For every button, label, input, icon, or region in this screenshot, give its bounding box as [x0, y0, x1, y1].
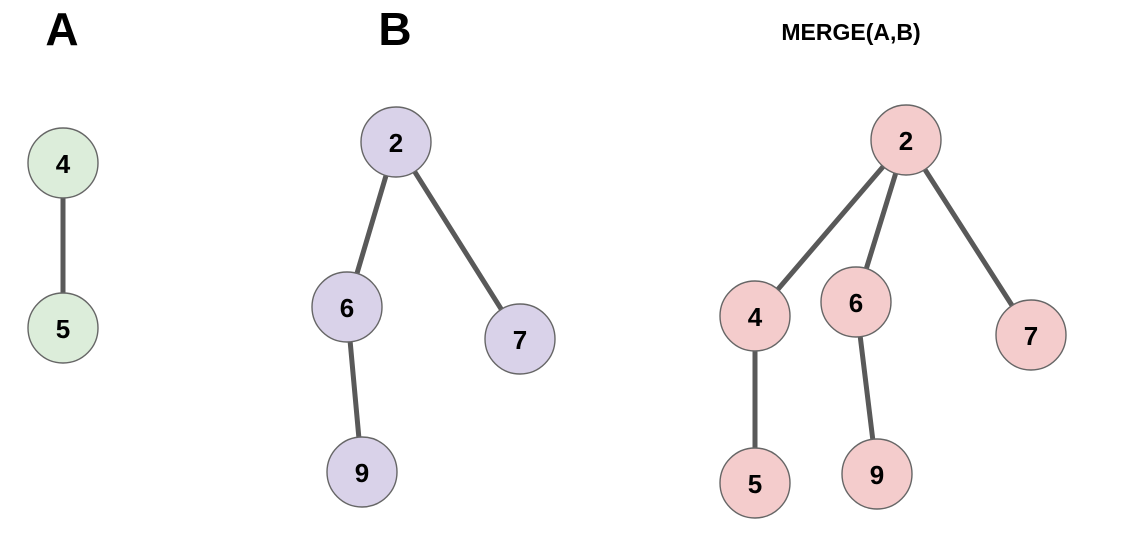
tree-node-a-5[interactable]: 5	[27, 292, 99, 364]
node-circle	[719, 280, 791, 352]
tree-edge-b-b2-b6	[353, 171, 390, 278]
node-circle	[995, 299, 1067, 371]
node-label: 4	[748, 302, 763, 332]
node-circle	[841, 438, 913, 510]
panel-title-a: A	[45, 3, 78, 55]
tree-node-merge-4[interactable]: 4	[719, 280, 791, 352]
node-label: 5	[748, 469, 762, 499]
node-circle	[360, 106, 432, 178]
node-circle	[311, 271, 383, 343]
nodes-layer: 4 5 2 6 7 9 2 4 6 7 5 9	[27, 104, 1067, 519]
tree-node-a-4[interactable]: 4	[27, 127, 99, 199]
node-label: 4	[56, 149, 71, 179]
tree-node-b-7[interactable]: 7	[484, 303, 556, 375]
tree-node-merge-2[interactable]: 2	[870, 104, 942, 176]
tree-node-b-9[interactable]: 9	[326, 436, 398, 508]
node-circle	[326, 436, 398, 508]
node-circle	[484, 303, 556, 375]
node-label: 9	[870, 460, 884, 490]
tree-edge-merge-m2-m7	[921, 165, 1016, 310]
tree-edge-b-b6-b9	[347, 337, 362, 442]
titles-layer: A B MERGE(A,B)	[45, 3, 920, 55]
node-label: 6	[340, 293, 354, 323]
node-label: 2	[389, 128, 403, 158]
tree-edge-merge-m2-m4	[773, 162, 888, 294]
node-label: 9	[355, 458, 369, 488]
tree-node-merge-5[interactable]: 5	[719, 447, 791, 519]
node-circle	[719, 447, 791, 519]
node-circle	[27, 292, 99, 364]
panel-title-merge: MERGE(A,B)	[781, 19, 920, 45]
tree-edge-merge-m2-m6	[863, 169, 899, 273]
node-label: 7	[513, 325, 527, 355]
tree-node-b-2[interactable]: 2	[360, 106, 432, 178]
node-circle	[870, 104, 942, 176]
tree-edge-b-b2-b7	[411, 167, 505, 314]
node-label: 2	[899, 126, 913, 156]
panel-title-b: B	[378, 3, 411, 55]
node-label: 6	[849, 288, 863, 318]
node-circle	[27, 127, 99, 199]
tree-node-b-6[interactable]: 6	[311, 271, 383, 343]
tree-edge-merge-m6-m9	[857, 332, 876, 444]
node-label: 5	[56, 314, 70, 344]
edges-layer	[60, 162, 1016, 453]
tree-node-merge-7[interactable]: 7	[995, 299, 1067, 371]
tree-node-merge-9[interactable]: 9	[841, 438, 913, 510]
tree-node-merge-6[interactable]: 6	[820, 266, 892, 338]
node-label: 7	[1024, 321, 1038, 351]
node-circle	[820, 266, 892, 338]
